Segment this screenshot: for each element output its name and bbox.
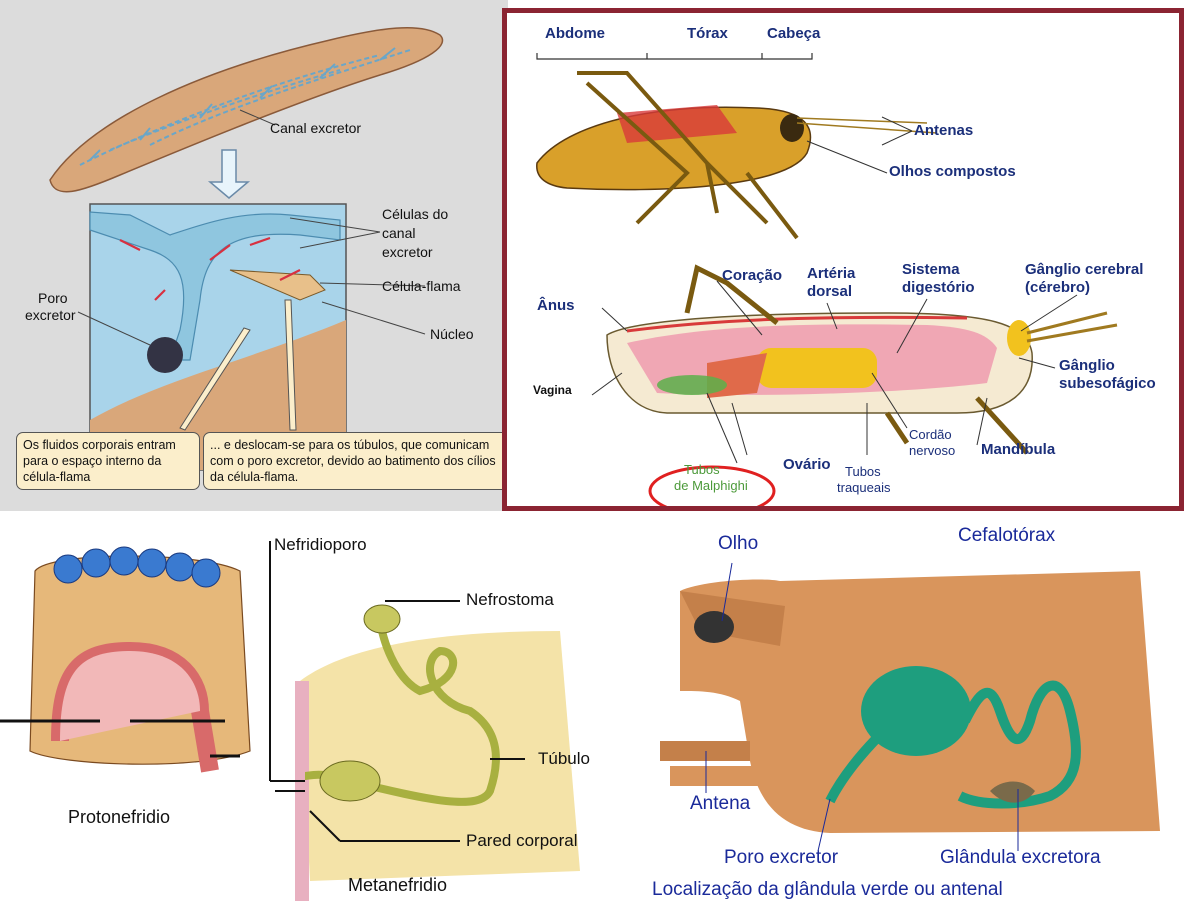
digestive-label-2: digestório	[902, 279, 975, 296]
cephalothorax-label: Cefalotórax	[958, 525, 1055, 547]
nephridia-panel: Protonefridio Nefridioporo Nefrostoma Tú…	[0, 511, 640, 911]
eye-label: Olho	[718, 533, 758, 555]
nucleus-label: Núcleo	[430, 326, 474, 342]
brain-label-1: Gânglio cerebral	[1025, 261, 1143, 278]
artery-label-1: Artéria	[807, 265, 855, 282]
gland-label: Glândula excretora	[940, 847, 1101, 869]
antennae-label: Antenas	[914, 122, 973, 139]
pore-label-1: Poro	[38, 290, 68, 306]
head-label: Cabeça	[767, 25, 820, 42]
heart-label: Coração	[722, 267, 782, 284]
abdomen-label: Abdome	[545, 25, 605, 42]
callout-left: Os fluidos corporais entram para o espaç…	[16, 432, 200, 490]
protonephridium-label: Protonefridio	[68, 807, 170, 828]
planarian-panel: Canal excretor Células do canal excretor…	[0, 0, 508, 511]
anus-label: Ânus	[537, 297, 575, 314]
eyes-label: Olhos compostos	[889, 163, 1016, 180]
nephridiopore-label: Nefridioporo	[274, 535, 367, 555]
ovary-label: Ovário	[783, 456, 831, 473]
crustacean-caption: Localização da glândula verde ou antenal	[652, 879, 1003, 901]
nephridia-illustration	[0, 511, 640, 911]
grasshopper-illustration	[507, 13, 1179, 506]
crustacean-panel: Olho Cefalotórax Antena Poro excretor Gl…	[640, 511, 1184, 911]
subesophageal-label-1: Gânglio	[1059, 357, 1115, 374]
flame-cell-label: Célula-flama	[382, 278, 461, 294]
artery-label-2: dorsal	[807, 283, 852, 300]
nephrostome-label: Nefrostoma	[466, 590, 554, 610]
mandible-label: Mandíbula	[981, 441, 1055, 458]
tubule-label: Túbulo	[538, 749, 590, 769]
digestive-label-1: Sistema	[902, 261, 960, 278]
nerve-cord-label-2: nervoso	[909, 443, 955, 458]
pore-excretor-label: Poro excretor	[724, 847, 838, 869]
cells-canal-label-1: Células do	[382, 206, 448, 222]
canal-excretor-label: Canal excretor	[270, 120, 361, 136]
malpighi-label-2: de Malphighi	[674, 478, 748, 493]
nerve-cord-label-1: Cordão	[909, 427, 952, 442]
tracheal-label-1: Tubos	[845, 464, 881, 479]
subesophageal-label-2: subesofágico	[1059, 375, 1156, 392]
brain-label-2: (cérebro)	[1025, 279, 1090, 296]
thorax-label: Tórax	[687, 25, 728, 42]
malpighi-label-1: Tubos	[684, 462, 720, 477]
cells-canal-label-2: canal	[382, 225, 415, 241]
crustacean-illustration	[640, 511, 1184, 911]
grasshopper-panel: Abdome Tórax Cabeça Antenas Olhos compos…	[502, 8, 1184, 511]
callout-right: ... e deslocam-se para os túbulos, que c…	[203, 432, 508, 490]
body-wall-label: Pared corporal	[466, 831, 578, 851]
vagina-label: Vagina	[533, 383, 572, 397]
metanephridium-label: Metanefridio	[348, 875, 447, 896]
cells-canal-label-3: excretor	[382, 244, 433, 260]
antenna-label: Antena	[690, 793, 750, 815]
tracheal-label-2: traqueais	[837, 480, 890, 495]
pore-label-2: excretor	[25, 307, 76, 323]
